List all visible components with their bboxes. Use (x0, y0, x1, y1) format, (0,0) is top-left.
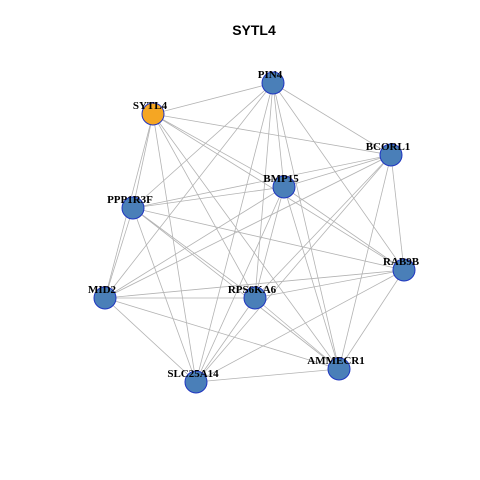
node-label-ammecr1: AMMECR1 (307, 355, 364, 367)
edge-pin4-slc25a14 (195, 82, 274, 383)
edge-rab9b-slc25a14 (195, 269, 405, 383)
edge-ppp1r3f-slc25a14 (132, 207, 197, 383)
node-label-ppp1r3f: PPP1R3F (107, 194, 153, 206)
edge-bcorl1-rab9b (390, 154, 405, 271)
edge-bcorl1-rps6ka6 (254, 154, 392, 299)
node-rps6ka6[interactable] (243, 286, 267, 310)
edge-sytl4-ppp1r3f (132, 113, 154, 209)
edge-bmp15-rps6ka6 (254, 186, 285, 299)
edge-pin4-ammecr1 (272, 82, 340, 370)
edge-bmp15-mid2 (104, 186, 285, 299)
edge-bcorl1-mid2 (104, 154, 392, 299)
edge-sytl4-ammecr1 (152, 113, 340, 370)
node-ppp1r3f[interactable] (121, 196, 145, 220)
edge-ppp1r3f-mid2 (104, 207, 134, 299)
edge-rps6ka6-slc25a14 (195, 297, 256, 383)
edge-pin4-ppp1r3f (132, 82, 274, 209)
node-label-rab9b: RAB9B (383, 256, 420, 268)
edge-pin4-bmp15 (272, 82, 285, 188)
node-label-pin4: PIN4 (258, 69, 283, 81)
edge-rab9b-ammecr1 (338, 269, 405, 370)
edge-sytl4-pin4 (152, 82, 274, 115)
node-label-slc25a14: SLC25A14 (167, 368, 219, 380)
node-rab9b[interactable] (392, 258, 416, 282)
node-bmp15[interactable] (272, 175, 296, 199)
edge-sytl4-slc25a14 (152, 113, 197, 383)
node-pin4[interactable] (261, 71, 285, 95)
edge-bmp15-ppp1r3f (132, 186, 285, 209)
edge-mid2-slc25a14 (104, 297, 197, 383)
node-ammecr1[interactable] (327, 357, 351, 381)
edge-rps6ka6-ammecr1 (254, 297, 340, 370)
edge-ammecr1-slc25a14 (195, 368, 340, 383)
edge-bcorl1-ammecr1 (338, 154, 392, 370)
node-label-sytl4: SYTL4 (133, 100, 168, 112)
edge-bcorl1-bmp15 (283, 154, 392, 188)
node-label-mid2: MID2 (88, 284, 117, 296)
edges-layer (104, 82, 405, 383)
edge-bmp15-rab9b (283, 186, 405, 271)
edge-bmp15-ammecr1 (283, 186, 340, 370)
node-mid2[interactable] (93, 286, 117, 310)
edge-bcorl1-ppp1r3f (132, 154, 392, 209)
node-label-rps6ka6: RPS6KA6 (228, 284, 277, 296)
edge-sytl4-bmp15 (152, 113, 285, 188)
edge-ppp1r3f-ammecr1 (132, 207, 340, 370)
edge-ppp1r3f-rps6ka6 (132, 207, 256, 299)
edge-pin4-mid2 (104, 82, 274, 299)
nodes-layer (93, 71, 416, 394)
edge-sytl4-bcorl1 (152, 113, 392, 156)
edge-pin4-bcorl1 (272, 82, 392, 156)
edge-bmp15-slc25a14 (195, 186, 285, 383)
edge-rab9b-rps6ka6 (254, 269, 405, 299)
node-label-bmp15: BMP15 (263, 173, 299, 185)
node-sytl4[interactable] (141, 102, 165, 126)
edge-ppp1r3f-rab9b (132, 207, 405, 271)
edge-sytl4-rps6ka6 (152, 113, 256, 299)
edge-rab9b-mid2 (104, 269, 405, 299)
graph-title: SYTL4 (232, 22, 276, 38)
node-bcorl1[interactable] (379, 143, 403, 167)
node-slc25a14[interactable] (184, 370, 208, 394)
edge-pin4-rab9b (272, 82, 405, 271)
edge-bcorl1-slc25a14 (195, 154, 392, 383)
node-label-bcorl1: BCORL1 (366, 141, 411, 153)
edge-pin4-rps6ka6 (254, 82, 274, 299)
edge-mid2-ammecr1 (104, 297, 340, 370)
